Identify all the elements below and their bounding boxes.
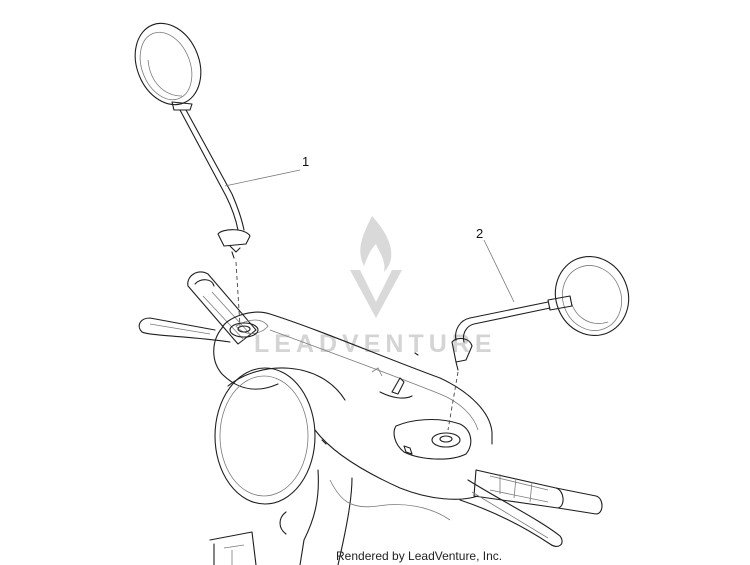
callout-1-label: 1	[302, 154, 309, 169]
flame-logo-icon	[350, 216, 402, 318]
watermark: LEADVENTURE	[254, 216, 497, 358]
handlebar-assembly	[138, 271, 603, 565]
watermark-text: LEADVENTURE	[254, 330, 497, 358]
left-grip	[187, 271, 257, 345]
callout-lines	[224, 169, 515, 431]
right-mirror	[451, 255, 630, 371]
callout-2-label: 2	[476, 226, 483, 241]
rendered-by-caption: Rendered by LeadVenture, Inc.	[336, 549, 502, 563]
right-grip	[473, 469, 603, 515]
left-mirror	[134, 22, 251, 259]
headlight	[214, 367, 346, 505]
